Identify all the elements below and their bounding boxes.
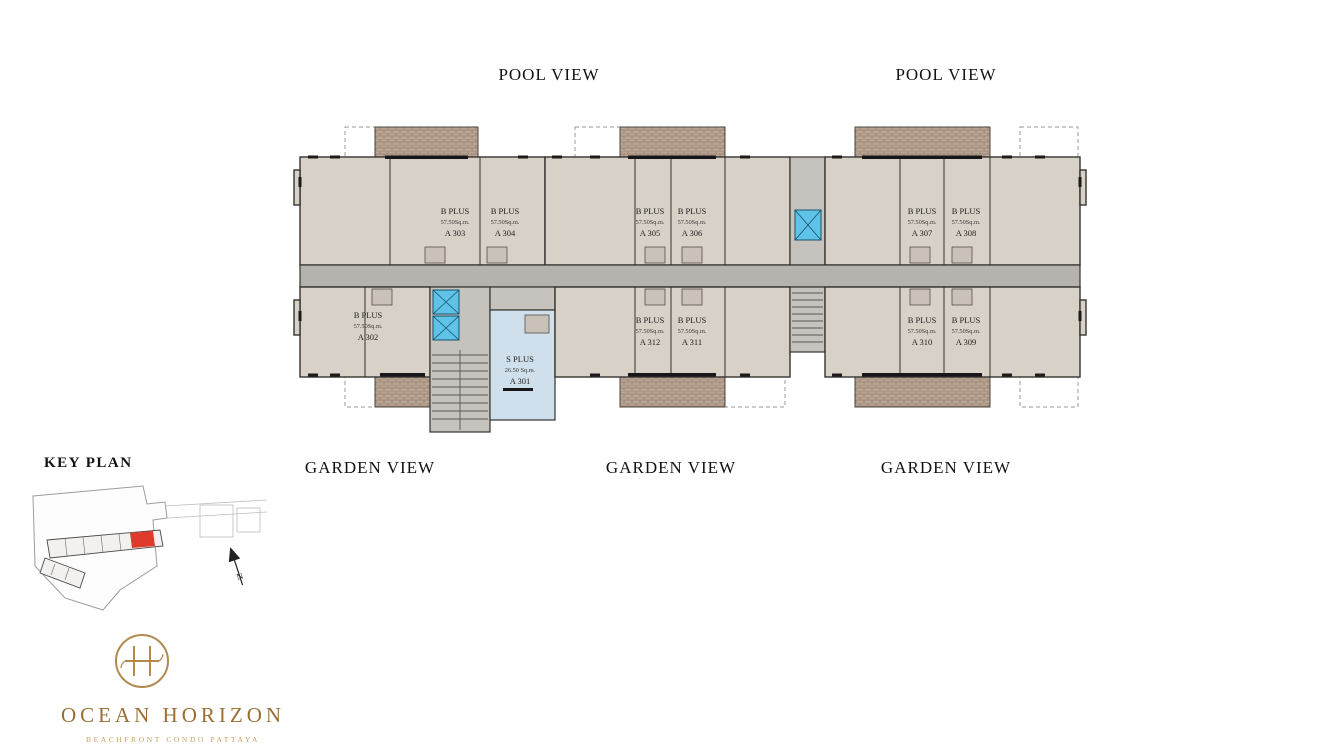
unit-id: A 301 xyxy=(510,376,531,386)
unit-a307: B PLUS 57.50Sq.m. A 307 xyxy=(908,206,937,238)
unit-type: B PLUS xyxy=(441,206,470,216)
unit-area: 57.50Sq.m. xyxy=(678,328,707,335)
unit-id: A 303 xyxy=(445,228,466,238)
roads xyxy=(164,499,268,538)
brand-tagline: BEACHFRONT CONDO PATTAYA xyxy=(85,735,261,744)
unit-id: A 305 xyxy=(640,228,661,238)
elevator-icon xyxy=(432,289,460,315)
building-blocks xyxy=(293,156,1087,433)
unit-type: B PLUS xyxy=(678,206,707,216)
unit-type: B PLUS xyxy=(636,315,665,325)
garden-view-label-right: GARDEN VIEW xyxy=(880,458,1012,477)
unit-type: B PLUS xyxy=(908,206,937,216)
balcony xyxy=(374,376,431,408)
bathrooms xyxy=(371,246,973,334)
elevator-icon xyxy=(432,315,460,341)
pool-view-label-left: POOL VIEW xyxy=(498,65,600,84)
window-marks xyxy=(298,155,1082,377)
unit-a304: B PLUS 57.50Sq.m. A 304 xyxy=(491,206,520,238)
garden-view-label-center: GARDEN VIEW xyxy=(605,458,737,477)
unit-type: B PLUS xyxy=(952,315,981,325)
brand-monogram-icon xyxy=(115,634,169,688)
balcony xyxy=(619,376,726,408)
unit-a303: B PLUS 57.50Sq.m. A 303 xyxy=(441,206,470,238)
corridor-extension xyxy=(489,286,556,311)
pool-view-label-right: POOL VIEW xyxy=(895,65,997,84)
balcony xyxy=(854,376,991,408)
unit-a306: B PLUS 57.50Sq.m. A 306 xyxy=(678,206,707,238)
unit-type: B PLUS xyxy=(636,206,665,216)
unit-id: A 302 xyxy=(358,332,379,342)
unit-id: A 311 xyxy=(682,337,702,347)
unit-type: B PLUS xyxy=(908,315,937,325)
north-label: N xyxy=(235,571,245,583)
unit-id: A 312 xyxy=(640,337,661,347)
unit-area: 57.50Sq.m. xyxy=(491,219,520,226)
block-top-middle xyxy=(544,156,791,266)
unit-a301: S PLUS 26.50 Sq.m. A 301 xyxy=(505,354,536,386)
unit-area: 57.50Sq.m. xyxy=(678,219,707,226)
elevators xyxy=(432,209,822,341)
interior-walls xyxy=(364,157,991,377)
unit-type: B PLUS xyxy=(491,206,520,216)
unit-id: A 306 xyxy=(682,228,703,238)
unit-id: A 308 xyxy=(956,228,977,238)
unit-type: B PLUS xyxy=(678,315,707,325)
garden-view-label-left: GARDEN VIEW xyxy=(304,458,436,477)
unit-a312: B PLUS 57.50Sq.m. A 312 xyxy=(636,315,665,347)
unit-type: B PLUS xyxy=(952,206,981,216)
balcony xyxy=(619,126,726,158)
unit-area: 57.50Sq.m. xyxy=(952,219,981,226)
balcony xyxy=(854,126,991,158)
unit-a309: B PLUS 57.50Sq.m. A 309 xyxy=(952,315,981,347)
unit-labels: B PLUS 57.50Sq.m. A 303 B PLUS 57.50Sq.m… xyxy=(354,206,981,386)
brand-name: OCEAN HORIZON xyxy=(60,703,286,727)
unit-area: 26.50 Sq.m. xyxy=(505,367,536,374)
balcony-door-bands xyxy=(380,155,982,391)
unit-id: A 309 xyxy=(956,337,977,347)
unit-area: 57.50Sq.m. xyxy=(354,323,383,330)
key-plan-title: KEY PLAN xyxy=(44,455,133,471)
unit-a311: B PLUS 57.50Sq.m. A 311 xyxy=(678,315,707,347)
unit-splus-area xyxy=(489,309,556,421)
unit-area: 57.50Sq.m. xyxy=(908,219,937,226)
unit-id: A 304 xyxy=(495,228,516,238)
unit-area: 57.50Sq.m. xyxy=(636,328,665,335)
unit-type: B PLUS xyxy=(354,310,383,320)
floor-plan-drawing: B PLUS 57.50Sq.m. A 303 B PLUS 57.50Sq.m… xyxy=(293,126,1087,433)
corridor xyxy=(299,264,1081,288)
stair-right xyxy=(789,286,826,353)
unit-a308: B PLUS 57.50Sq.m. A 308 xyxy=(952,206,981,238)
unit-a302: B PLUS 57.50Sq.m. A 302 xyxy=(354,310,383,342)
key-plan-drawing: N xyxy=(32,485,268,611)
block-bottom-middle xyxy=(554,286,791,378)
unit-area: 57.50Sq.m. xyxy=(952,328,981,335)
elevator-icon xyxy=(794,209,822,241)
unit-a310: B PLUS 57.50Sq.m. A 310 xyxy=(908,315,937,347)
site-buildings xyxy=(39,529,164,589)
unit-id: A 307 xyxy=(912,228,933,238)
unit-area: 57.50Sq.m. xyxy=(908,328,937,335)
north-arrow-icon: N xyxy=(228,547,245,586)
unit-type: S PLUS xyxy=(506,354,534,364)
unit-id: A 310 xyxy=(912,337,933,347)
unit-area: 57.50Sq.m. xyxy=(441,219,470,226)
highlighted-building xyxy=(130,531,155,548)
stairs xyxy=(432,292,823,430)
balcony xyxy=(374,126,479,158)
unit-area: 57.50Sq.m. xyxy=(636,219,665,226)
unit-a305: B PLUS 57.50Sq.m. A 305 xyxy=(636,206,665,238)
